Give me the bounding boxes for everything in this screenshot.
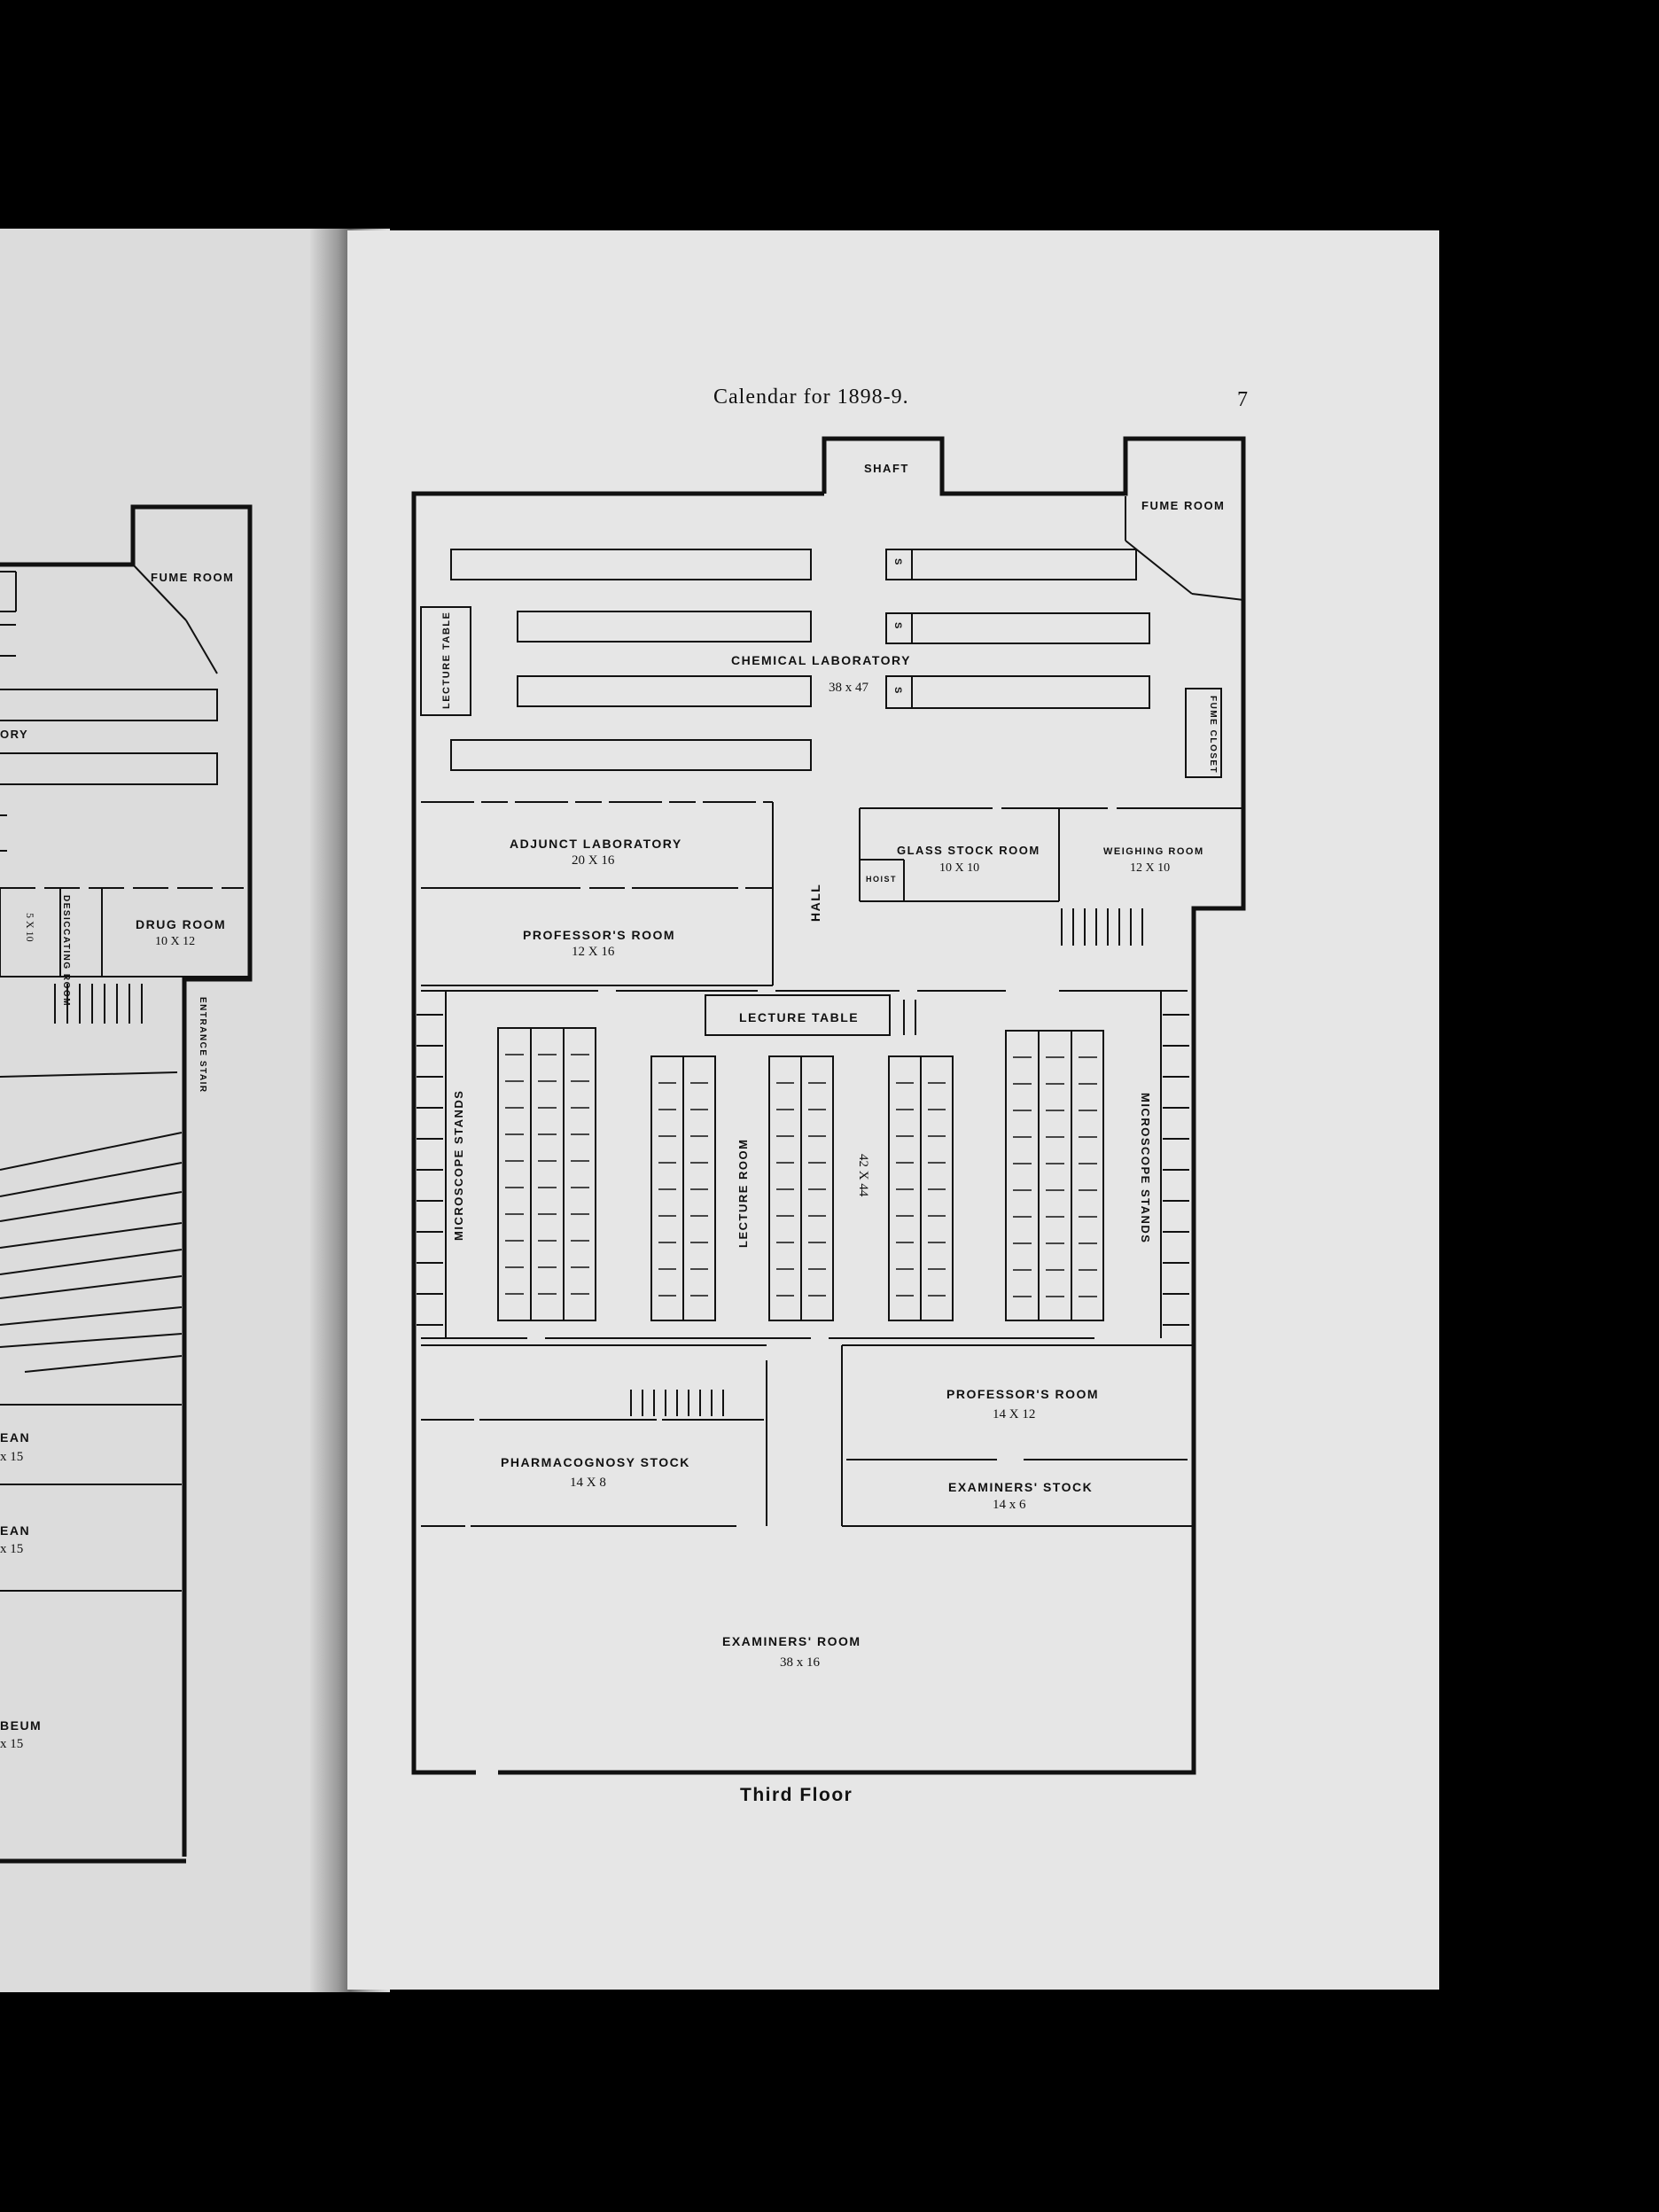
chemical-laboratory-size: 38 x 47 <box>829 681 869 695</box>
lecture-room-size: 42 X 44 <box>856 1154 870 1197</box>
sink-mark-3: S <box>892 687 903 695</box>
examiners-stock-label: EXAMINERS' STOCK <box>948 1480 1093 1494</box>
sink-mark-2: S <box>892 622 903 630</box>
right-page <box>347 230 1439 1990</box>
glass-stock-room-size: 10 X 10 <box>939 861 979 875</box>
professors-room-lower-size: 14 X 12 <box>993 1407 1035 1421</box>
running-title: Calendar for 1898-9. <box>713 386 909 409</box>
sink-mark-1: S <box>892 558 903 566</box>
fume-room-label: FUME ROOM <box>1141 499 1225 512</box>
entrance-stair-label: ENTRANCE STAIR <box>198 997 207 1094</box>
microscope-stands-right-label: MICROSCOPE STANDS <box>1139 1093 1152 1243</box>
shaft-label: SHAFT <box>864 462 909 475</box>
left-page <box>0 229 330 1992</box>
lecture-room-label: LECTURE ROOM <box>736 1139 750 1248</box>
microscope-stand-marks-right <box>1163 1014 1189 1326</box>
adjunct-laboratory-label: ADJUNCT LABORATORY <box>510 837 682 851</box>
left-plan-fragment <box>0 504 253 1864</box>
drug-room-size: 10 X 12 <box>155 935 195 948</box>
room-labels: SHAFT FUME ROOM LECTURE TABLE CHEMICAL L… <box>441 462 1225 1670</box>
lecture-room <box>417 990 1192 1339</box>
microscope-stands-left-label: MICROSCOPE STANDS <box>452 1090 465 1241</box>
left-laboratory-fragment: ORY <box>0 728 28 741</box>
professors-room-upper-size: 12 X 16 <box>572 945 615 959</box>
left-fragment-2: EAN <box>0 1523 30 1538</box>
desk-block-3 <box>768 1055 834 1321</box>
examiners-stock-size: 14 x 6 <box>993 1498 1026 1512</box>
floor-caption: Third Floor <box>740 1785 853 1805</box>
desk-block-1 <box>497 1027 596 1321</box>
left-fragment-1-size: x 15 <box>0 1450 23 1464</box>
desk-block-5 <box>1005 1030 1104 1321</box>
desk-block-4 <box>888 1055 954 1321</box>
desiccating-room-label: DESICCATING ROOM <box>61 895 71 1007</box>
examiners-room-label: EXAMINERS' ROOM <box>722 1634 861 1648</box>
desk-seat-lines <box>505 1054 1097 1297</box>
hoist-label: HOIST <box>866 875 897 884</box>
left-fragment-2-size: x 15 <box>0 1542 23 1556</box>
lower-rooms <box>421 1344 1194 1527</box>
page-header: Calendar for 1898-9. 7 <box>713 386 1248 411</box>
page-number: 7 <box>1237 388 1248 411</box>
left-fragment-3: BEUM <box>0 1718 42 1733</box>
desk-block-2 <box>650 1055 716 1321</box>
pharmacognosy-stock-size: 14 X 8 <box>570 1476 606 1490</box>
lecture-table-vertical-label: LECTURE TABLE <box>441 611 452 709</box>
lecture-table-label: LECTURE TABLE <box>739 1010 859 1024</box>
microscope-stand-marks-left <box>417 1014 443 1326</box>
desiccating-room-size: 5 X 10 <box>24 913 36 942</box>
hall-label: HALL <box>808 884 822 922</box>
left-page-labels: FUME ROOM ORY DESICCATING ROOM 5 X 10 DR… <box>0 571 234 1751</box>
third-floor-outline <box>411 436 1246 1775</box>
pharmacognosy-stock-label: PHARMACOGNOSY STOCK <box>501 1455 690 1469</box>
left-fragment-3-size: x 15 <box>0 1737 23 1751</box>
professors-room-lower-label: PROFESSOR'S ROOM <box>946 1387 1099 1401</box>
fume-closet-label: FUME CLOSET <box>1208 696 1218 774</box>
examiners-room-size: 38 x 16 <box>780 1655 821 1670</box>
weighing-room-label: WEIGHING ROOM <box>1103 846 1204 857</box>
mid-walls <box>421 801 1243 986</box>
professors-room-upper-label: PROFESSOR'S ROOM <box>523 928 675 942</box>
left-fume-room-label: FUME ROOM <box>151 571 234 584</box>
glass-stock-room-label: GLASS STOCK ROOM <box>897 844 1040 857</box>
left-fragment-1: EAN <box>0 1430 30 1445</box>
drug-room-label: DRUG ROOM <box>136 917 226 931</box>
chemical-lab-benches <box>420 549 1222 778</box>
chemical-laboratory-label: CHEMICAL LABORATORY <box>731 653 911 667</box>
weighing-room-size: 12 X 10 <box>1130 861 1170 875</box>
adjunct-laboratory-size: 20 X 16 <box>572 853 615 868</box>
